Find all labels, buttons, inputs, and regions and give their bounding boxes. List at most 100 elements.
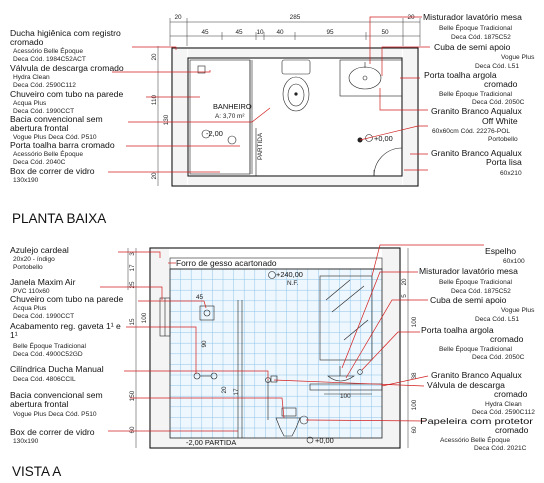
toilet-plan — [281, 59, 311, 112]
plan-right-label-2: Porta toalha argola — [424, 70, 497, 80]
elev-dim-right-3: 38 — [411, 372, 418, 380]
plan-right-label-0: Misturador lavatório mesa — [423, 12, 522, 22]
elev-partida: -2,00 PARTIDA — [186, 438, 236, 447]
flush-valve — [270, 375, 278, 383]
plan-subdim-3: 40 — [276, 29, 284, 36]
elev-inner-dim-0: 45 — [196, 294, 204, 301]
elev-left-label-5: Bacia convencional sem — [10, 390, 103, 400]
plan-dim-top-1: 285 — [290, 14, 301, 21]
elev-right-label-2-sub-1: Deca Cód. L51 — [475, 316, 519, 323]
elev-right-label-0-sub-0: 60x100 — [503, 258, 525, 265]
elev-right-label-3-line-2: cromado — [490, 334, 524, 344]
elev-left-dimensions: 3 17 25 100 15 90 20 17 150 60 — [127, 248, 240, 448]
plan-left-label-2: Chuveiro com tubo na parede — [10, 89, 123, 99]
plan-left-leaders — [108, 46, 271, 173]
plan-level-shower: -2,00 — [206, 129, 223, 138]
elev-left-label-3: Acabamento reg. gaveta 1¹ e — [10, 321, 121, 331]
elev-left-label-2-sub-1: Deca Cód. 1990CCT — [13, 313, 74, 320]
plan-level-floor: +0,00 — [374, 134, 393, 143]
plan-left-label-5: Box de correr de vidro — [10, 166, 95, 176]
elev-dim-right-0: 20 — [401, 278, 408, 286]
plan-right-label-2-sub-1: Deca Cód. 2050C — [472, 99, 525, 106]
elev-dim-left-7: 17 — [233, 388, 240, 396]
elev-left-label-3-sub-0: Belle Époque Tradicional — [13, 341, 86, 350]
plan-left-label-4-sub-0: Acessório Belle Époque — [13, 149, 83, 158]
elev-left-label-2-sub-0: Acqua Plus — [13, 305, 47, 312]
plan-subdim-4: 95 — [326, 29, 334, 36]
elev-level-top-sub: N.F. — [287, 280, 299, 287]
elev-dim-right-4: 100 — [411, 399, 418, 410]
elev-left-leaders — [100, 251, 285, 432]
elev-left-label-0: Azulejo cardeal — [10, 245, 69, 255]
elev-left-label-3-sub-1: Deca Cód. 4900C52GD — [13, 351, 83, 358]
plan-dim-left-3: 20 — [151, 172, 158, 180]
elev-right-label-3: Porta toalha argola — [421, 325, 494, 335]
elev-right-label-2: Cuba de semi apoio — [430, 295, 507, 305]
elev-dim-left-1: 17 — [129, 264, 136, 272]
plan-dim-top-0: 20 — [174, 14, 182, 21]
elev-right-label-1: Misturador lavatório mesa — [419, 266, 518, 276]
plan-left-label-1: Válvula de descarga cromado — [10, 63, 124, 73]
elev-dim-left-0: 3 — [129, 252, 136, 256]
elev-dim-left-3: 100 — [141, 312, 148, 323]
plan-left-label-0-sub-1: Deca Cód. 1984C52ACT — [13, 56, 86, 63]
elev-level-floor: +0,00 — [315, 436, 334, 445]
plan-right-label-2-line-2: cromado — [484, 79, 518, 89]
plan-left-label-1-sub-0: Hydra Clean — [13, 74, 50, 81]
elev-dim-right-2: 100 — [411, 316, 418, 327]
plan-dim-top-2: 20 — [407, 14, 415, 21]
elev-dim-left-6: 20 — [221, 386, 228, 394]
elevation-view: Forro de gesso acartonado +240,00 N.F. — [100, 244, 484, 449]
wrapped-label-lines: cromado abertura frontal cromado 1¹ aber… — [10, 37, 529, 435]
elev-right-label-2-sub-0: Vogue Plus — [501, 307, 535, 314]
plan-right-label-6: Porta lisa — [486, 157, 522, 167]
plan-right-leaders — [359, 16, 430, 171]
plan-right-label-4-sub-1: Portobello — [488, 136, 518, 143]
elev-right-label-1-sub-1: Deca Cód. 1875C52 — [451, 288, 511, 295]
elevation-title: VISTA A — [12, 464, 61, 479]
plan-right-labels: Misturador lavatório mesa Belle Époque T… — [423, 12, 535, 177]
elev-left-label-6: Box de correr de vidro — [10, 427, 95, 437]
plan-right-label-5: Granito Branco Aqualux — [431, 148, 522, 158]
toilet-elevation — [275, 407, 301, 437]
elev-dim-left-5: 90 — [201, 340, 208, 348]
elev-right-label-3-sub-0: Belle Époque Tradicional — [439, 344, 512, 353]
plan-dim-left-2: 130 — [163, 114, 170, 125]
elev-right-label-1-sub-0: Belle Époque Tradicional — [439, 277, 512, 286]
elev-left-label-5-sub-0: Vogue Plus Deca Cód. P510 — [13, 411, 97, 418]
elev-right-label-6-sub-1: Deca Cód. 2021C — [474, 445, 527, 452]
plan-partida: PARTIDA — [257, 132, 264, 160]
elev-left-labels: Azulejo cardeal 20x20 - índigo Portobell… — [10, 245, 123, 445]
plan-room-area: A: 3,70 m² — [215, 113, 244, 120]
elev-left-label-3-line-2: 1¹ — [10, 330, 18, 340]
elev-left-label-5-line-2: abertura frontal — [10, 399, 68, 409]
plan-left-label-3-line-2: abertura frontal — [10, 123, 68, 133]
mirror-elevation — [319, 275, 373, 361]
elev-right-label-5: Válvula de descarga — [427, 380, 505, 390]
counter-elevation — [309, 366, 383, 395]
ceiling-band — [169, 257, 383, 270]
elev-left-label-1-sub-0: PVC 110x60 — [13, 288, 50, 295]
elev-right-label-6: Papeleira com protetor — [420, 416, 533, 426]
plan-right-label-1-sub-0: Vogue Plus — [501, 54, 535, 61]
plan-right-label-1-sub-1: Deca Cód. L51 — [475, 63, 519, 70]
elev-left-label-1: Janela Maxim Air — [10, 277, 76, 287]
plan-right-label-4-sub-0: 60x60cm Cód. 22276-POL — [432, 128, 510, 135]
plan-subdim-5: 50 — [381, 29, 389, 36]
elev-right-label-5-sub-1: Deca Cód. 2590C112 — [472, 409, 535, 416]
plan-left-label-0: Ducha higiênica com registro — [10, 28, 121, 38]
elev-left-label-2: Chuveiro com tubo na parede — [10, 294, 123, 304]
plan-title: PLANTA BAIXA — [12, 211, 106, 226]
plan-right-label-4: Off White — [482, 116, 518, 126]
ceiling-label: Forro de gesso acartonado — [176, 258, 277, 268]
plan-right-label-2-sub-0: Belle Époque Tradicional — [439, 89, 512, 98]
elev-dim-left-8: 150 — [129, 390, 136, 401]
elev-right-label-6-sub-0: Acessório Belle Époque — [440, 435, 510, 444]
plan-left-label-1-sub-1: Deca Cód. 2590C112 — [13, 82, 76, 89]
plan-top-dimensions: 20 285 20 45 45 10 40 95 50 — [169, 14, 421, 46]
plan-left-label-0-sub-0: Acessório Belle Époque — [13, 46, 83, 55]
plan-left-labels: Ducha higiênica com registro Acessório B… — [10, 28, 124, 184]
plan-dim-left-1: 110 — [151, 94, 158, 105]
elev-right-label-5-sub-0: Hydra Clean — [485, 401, 522, 408]
